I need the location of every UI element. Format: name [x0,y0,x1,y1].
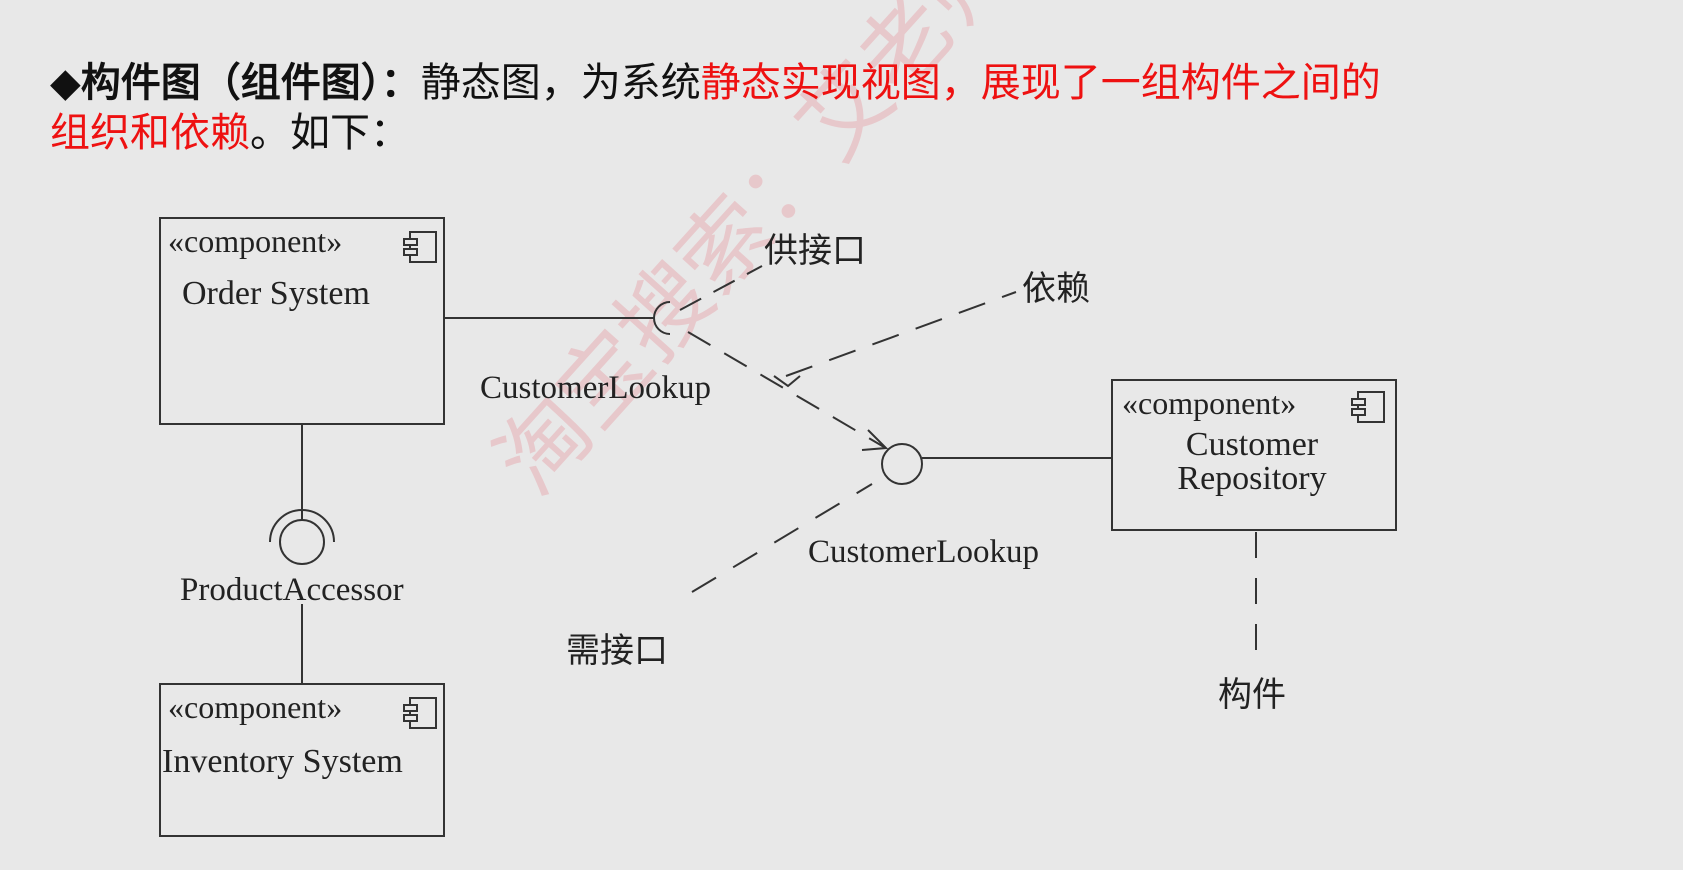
dependency-annotation: 依赖 [1022,270,1090,308]
customer-repository-box [1111,379,1397,531]
heading: ◆构件图（组件图）：静态图，为系统静态实现视图，展现了一组构件之间的组织和依赖。… [50,58,1670,158]
heading-colon: ： [380,60,421,106]
customer-repository-stereotype: «component» [1122,385,1296,421]
provided-interface-leader [679,265,763,311]
customer-repository-name-line1: Customer [1186,426,1319,463]
order-system-name: Order System [182,275,370,312]
component-icon [1351,391,1385,423]
heading-text-1: 静态图，为系统 [420,60,701,106]
heading-highlight-2: 组织和依赖 [50,110,250,156]
customer-lookup-provided-label: CustomerLookup [808,534,1039,570]
required-interface-annotation: 需接口 [566,633,668,670]
heading-text-2: 。如下： [250,110,410,156]
component-icon [403,231,437,263]
customer-repository-name-line2: Repository [1177,460,1326,497]
heading-title: 构件图（组件图） [80,60,381,106]
provided-interface-annotation: 供接口 [764,233,866,270]
heading-highlight-1: 静态实现视图，展现了一组构件之间的 [700,60,1381,106]
inventory-system-stereotype: «component» [168,689,342,725]
product-accessor-ball [279,519,325,565]
dependency-leader-tick [773,375,801,388]
dependency-leader [785,291,1017,377]
inventory-system-name: Inventory System [162,743,403,780]
component-icon [403,697,437,729]
customer-lookup-provided-ball [881,443,923,485]
dependency-arrow-line [687,331,885,448]
required-interface-leader [691,483,873,593]
heading-bullet: ◆ [50,60,81,106]
component-annotation: 构件 [1218,676,1286,714]
customer-lookup-required-socket [653,301,671,335]
product-accessor-socket [269,509,335,543]
dependency-arrowhead [861,429,889,451]
order-system-stereotype: «component» [168,223,342,259]
customer-lookup-required-label: CustomerLookup [480,370,711,406]
product-accessor-label: ProductAccessor [180,572,404,608]
